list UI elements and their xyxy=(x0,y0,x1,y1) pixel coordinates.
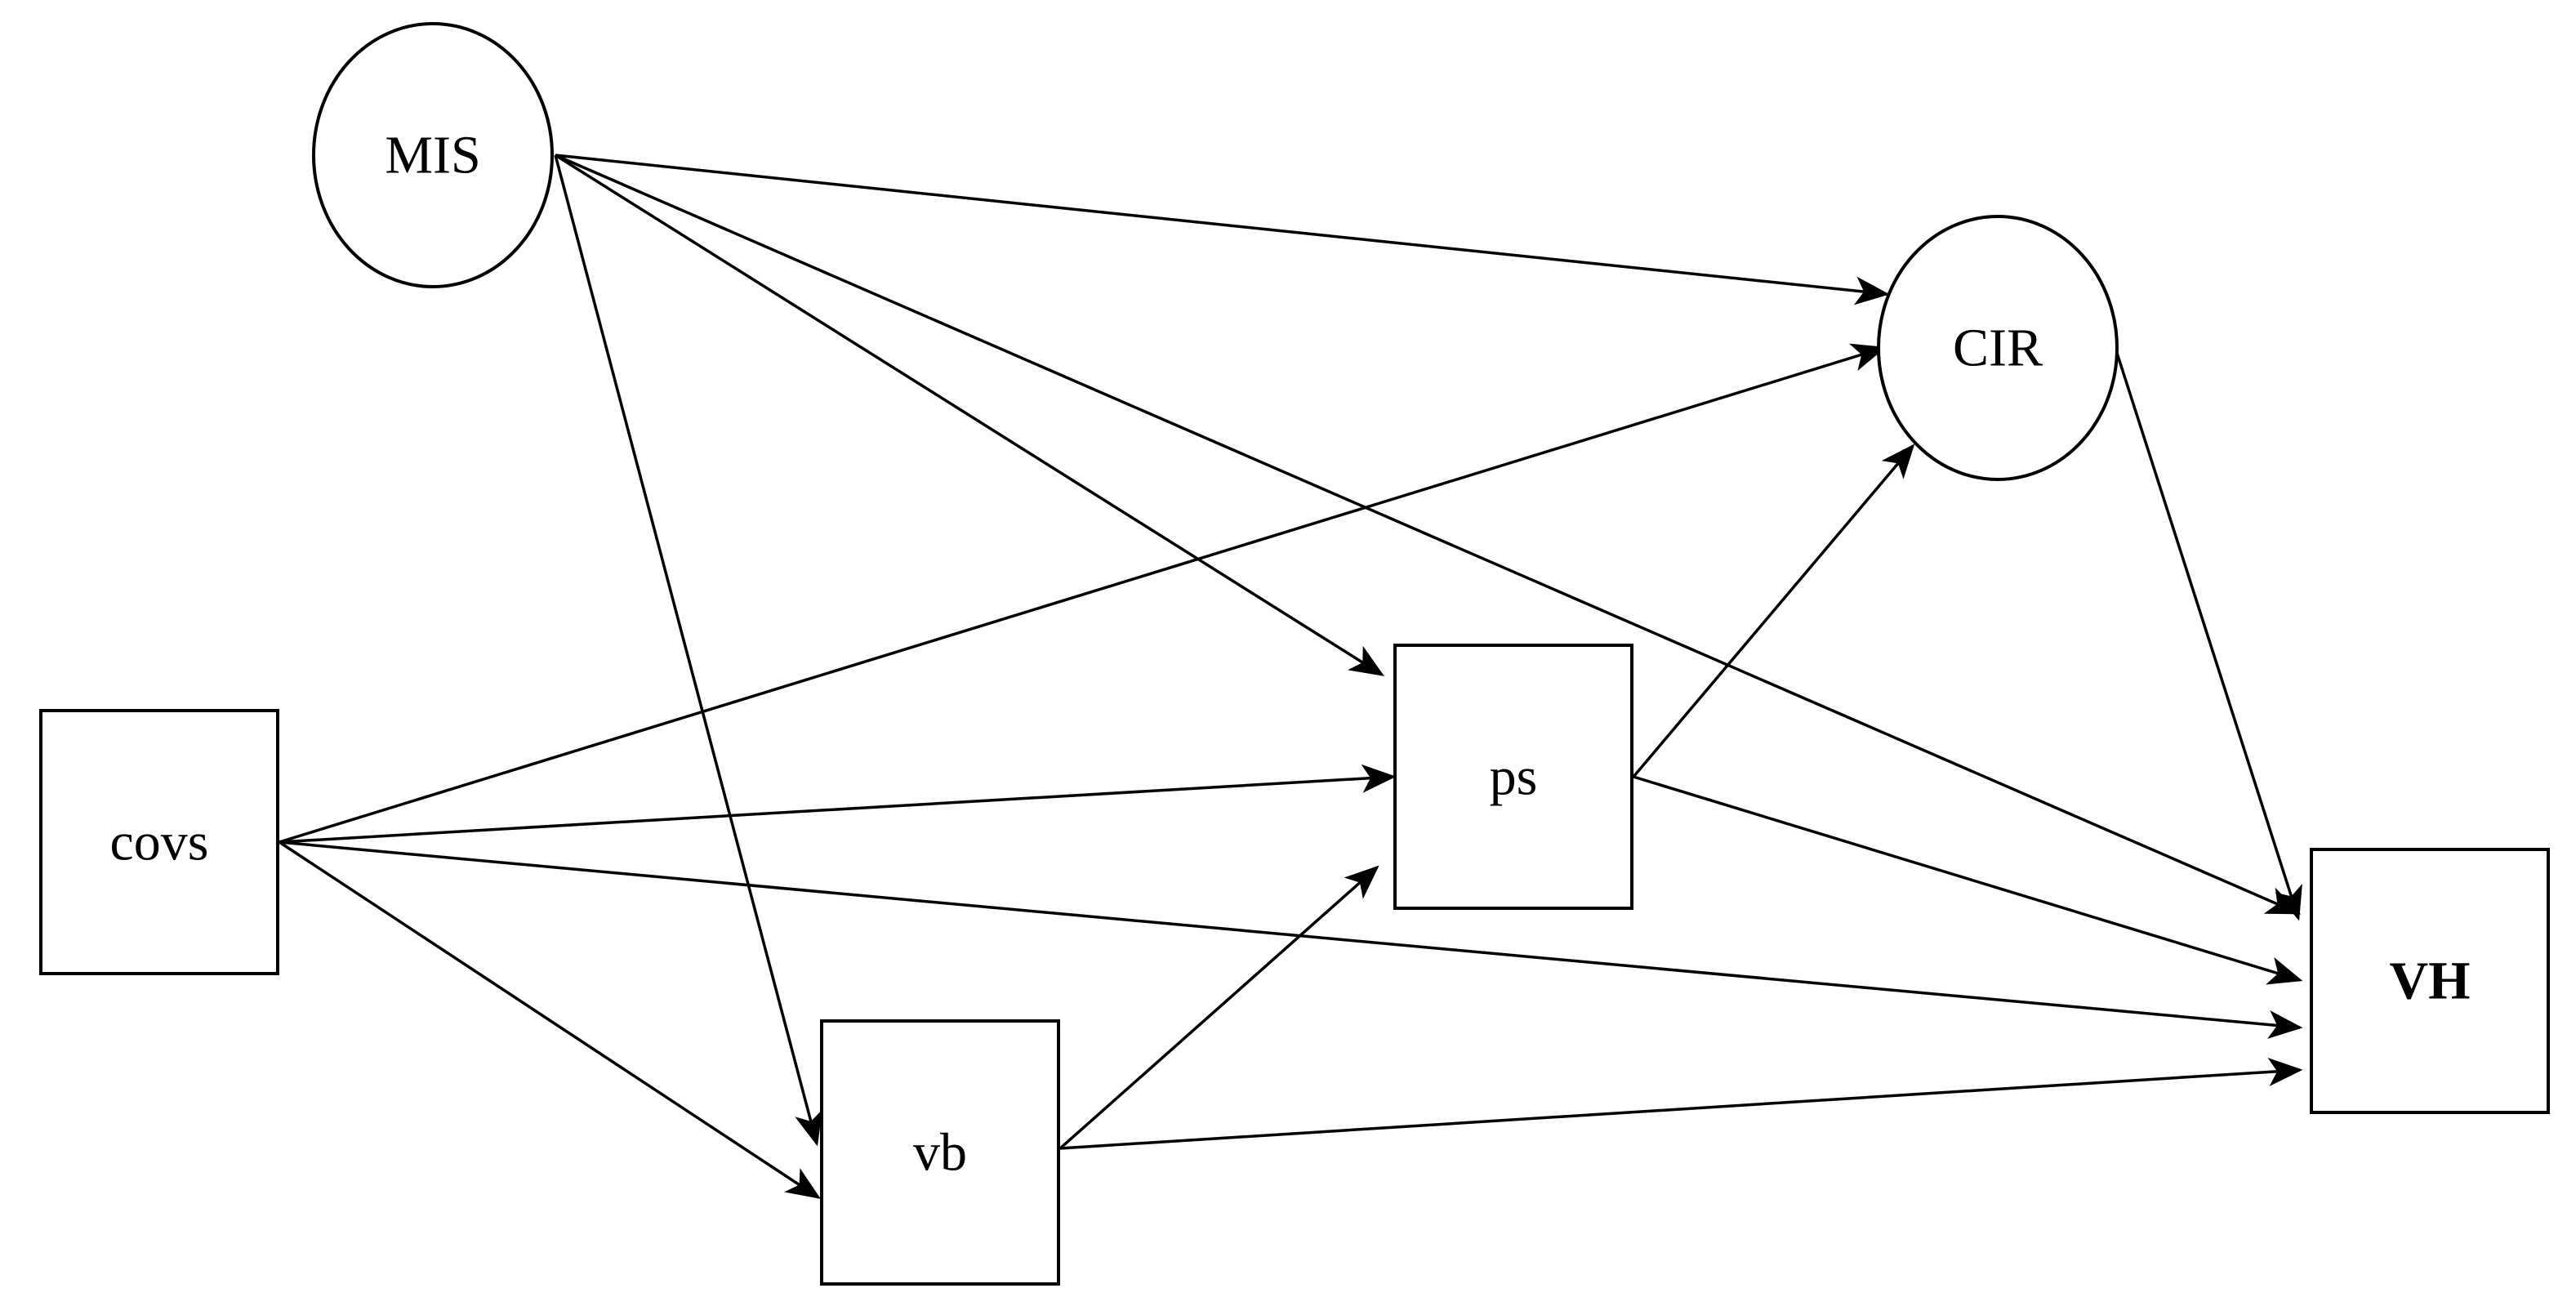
edge-ps-to-vh xyxy=(1633,775,2303,985)
edge-vb-to-vh xyxy=(1059,1057,2303,1150)
edge-vb-to-ps xyxy=(1058,865,1379,1150)
vb-label: vb xyxy=(913,1123,967,1183)
node-vb[interactable]: vb xyxy=(820,1019,1060,1286)
covs-box xyxy=(39,709,279,975)
ps-box xyxy=(1393,644,1633,910)
mis-ellipse xyxy=(312,22,554,288)
vb-box xyxy=(820,1019,1060,1286)
edge-mis-to-vb xyxy=(554,154,823,1147)
cir-ellipse xyxy=(1877,215,2119,481)
edge-covs-to-cir xyxy=(279,343,1887,844)
edge-mis-to-ps xyxy=(555,154,1384,676)
edge-covs-to-ps xyxy=(279,764,1397,844)
node-covs[interactable]: covs xyxy=(39,709,279,975)
edge-ps-to-cir xyxy=(1632,444,1915,778)
cir-label: CIR xyxy=(1953,319,2043,378)
node-mis[interactable]: MIS xyxy=(312,22,554,288)
edge-mis-to-vh xyxy=(555,154,2302,915)
node-vh[interactable]: VH xyxy=(2310,848,2550,1114)
edges-layer xyxy=(279,154,2303,1199)
node-cir[interactable]: CIR xyxy=(1877,215,2119,481)
nodes-layer: MIS CIR covs ps vb VH xyxy=(39,22,2550,1286)
edge-cir-to-vh xyxy=(2114,347,2302,921)
edge-mis-to-cir xyxy=(555,154,1890,305)
mis-label: MIS xyxy=(385,126,480,185)
vh-box xyxy=(2310,848,2550,1114)
edge-covs-to-vb xyxy=(279,840,821,1199)
vh-label: VH xyxy=(2390,952,2471,1011)
node-ps[interactable]: ps xyxy=(1393,644,1633,910)
edge-covs-to-vh xyxy=(279,840,2303,1039)
ps-label: ps xyxy=(1490,747,1538,807)
covs-label: covs xyxy=(110,813,209,872)
